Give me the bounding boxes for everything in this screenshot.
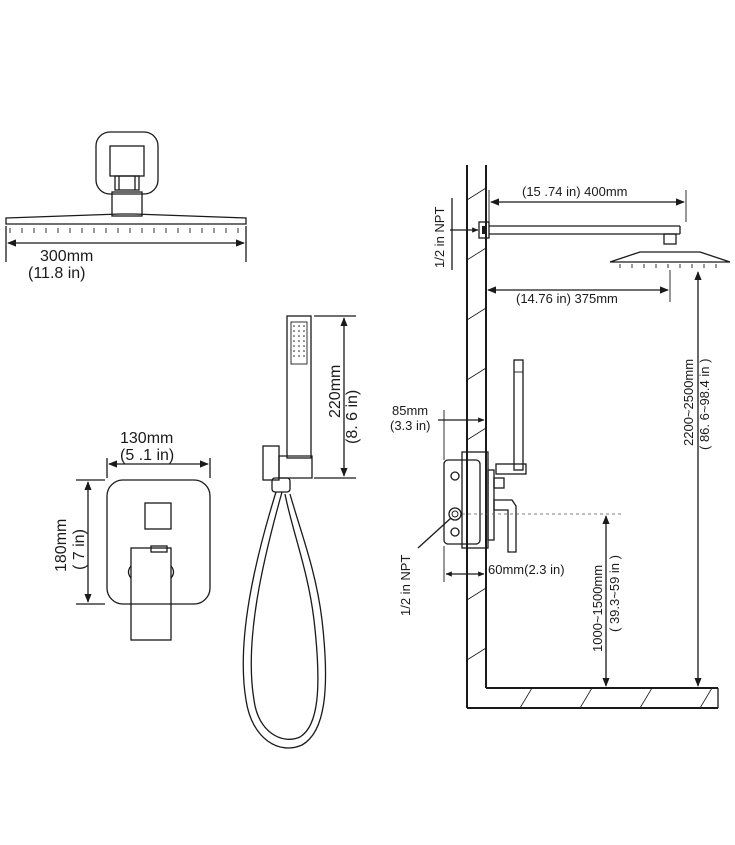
hose-inner	[250, 491, 319, 740]
arm-reach-label: (14.76 in) 375mm	[516, 291, 618, 306]
plate-height-in-label: ( 7 in)	[71, 529, 88, 570]
wall-flange-icon	[95, 131, 159, 195]
valve-height-mm-label: 1000~1500mm	[590, 565, 605, 652]
recess-mm-label: 85mm	[392, 403, 428, 418]
arm-wall-flange	[478, 221, 490, 239]
valve-depth-label: 60mm(2.3 in)	[488, 562, 565, 577]
top-inlet-fitting	[482, 226, 487, 234]
valve-housing	[461, 451, 489, 549]
holder-bracket-icon	[262, 445, 280, 481]
shower-head-plate	[5, 213, 247, 225]
hand-shower-view: 220mm (8. 6 in)	[242, 315, 361, 749]
lever-handle-icon	[130, 547, 172, 641]
recess-in-label: (3.3 in)	[390, 418, 430, 433]
diverter-button-icon	[144, 502, 172, 530]
plate-height-mm-label: 180mm	[53, 519, 70, 572]
spray-dots-icon	[293, 325, 305, 357]
head-height-in-label: ( 86. 6~98.4 in )	[697, 359, 712, 450]
hand-shower-side	[513, 359, 524, 471]
installation-side-view: (15 .74 in) 400mm (14.76 in) 375mm 1/2 i…	[390, 165, 731, 709]
plate-width-in-label: (5 .1 in)	[120, 447, 174, 464]
trim-plate-side	[487, 469, 495, 541]
valve-height-in-label: ( 39.3~59 in )	[607, 555, 622, 632]
holder-outlet-side	[495, 463, 527, 475]
handshower-length-mm-label: 220mm	[327, 365, 344, 418]
holder-body	[278, 455, 313, 479]
lever-handle-side	[493, 499, 517, 553]
diverter-button-side	[493, 477, 505, 489]
head-width-in-label: (11.8 in)	[28, 265, 86, 282]
head-width-mm-label: 300mm	[40, 248, 93, 265]
handshower-length-in-label: (8. 6 in)	[344, 390, 361, 444]
valve-trim-plate-view: 130mm (5 .1 in) 180mm ( 7 in)	[53, 430, 211, 641]
rain-shower-head-view: 300mm (11.8 in)	[5, 131, 247, 282]
head-ball-joint	[663, 233, 677, 245]
side-inlet-port	[448, 507, 462, 521]
plate-width-mm-label: 130mm	[120, 430, 173, 447]
trim-plate	[106, 479, 211, 605]
side-inlet-label: 1/2 in NPT	[398, 555, 413, 616]
head-height-mm-label: 2200~2500mm	[681, 359, 696, 446]
hose-connector-icon	[271, 477, 291, 493]
spray-face-icon	[290, 321, 308, 365]
head-side-nozzles	[619, 264, 717, 268]
side-inlet-leader	[417, 517, 452, 549]
rain-head-side-profile	[609, 251, 731, 263]
wall-hatching	[466, 187, 713, 709]
arm-connector-icon	[109, 145, 145, 177]
arm-length-label: (15 .74 in) 400mm	[522, 184, 628, 199]
hand-shower-handle	[286, 315, 312, 459]
hose-outer	[242, 491, 327, 749]
spray-nozzles	[9, 228, 239, 233]
ball-joint-icon	[114, 175, 140, 191]
neck-icon	[111, 191, 143, 217]
top-inlet-label: 1/2 in NPT	[432, 207, 447, 268]
